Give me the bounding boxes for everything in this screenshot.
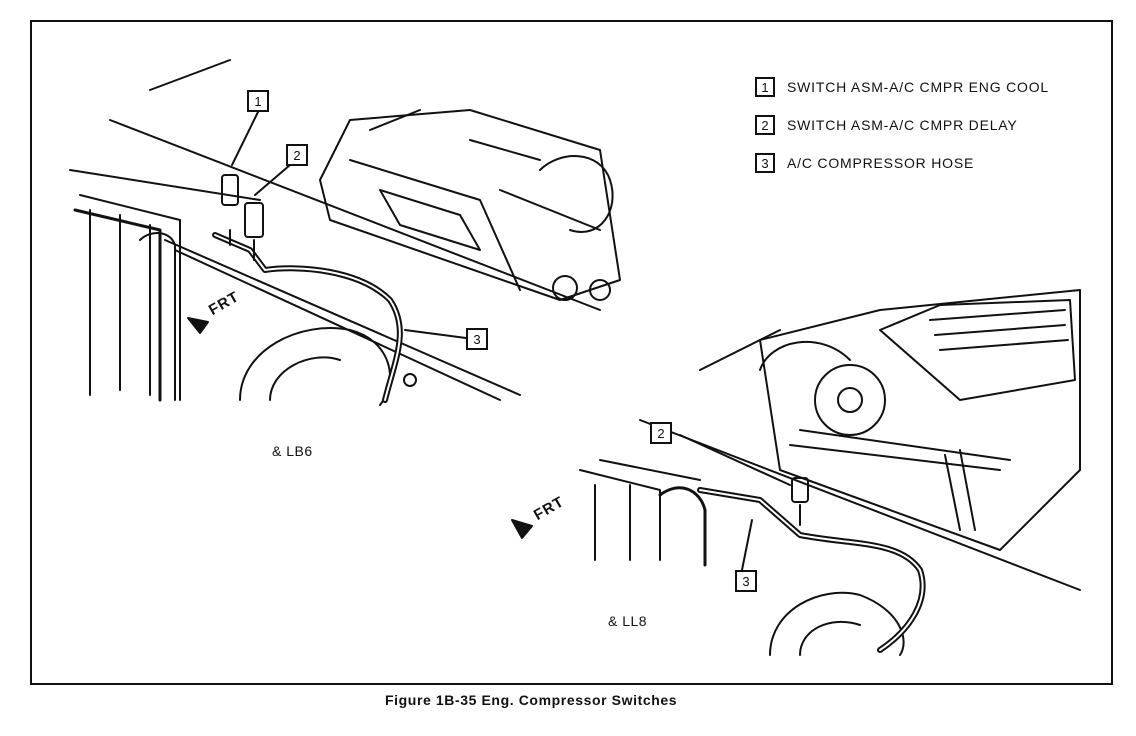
legend-text: SWITCH ASM-A/C CMPR ENG COOL xyxy=(787,79,1049,95)
variant-label-lb6: & LB6 xyxy=(272,443,313,459)
legend-number: 2 xyxy=(755,115,775,135)
legend-item-3: 3 A/C COMPRESSOR HOSE xyxy=(755,151,1049,175)
legend-item-2: 2 SWITCH ASM-A/C CMPR DELAY xyxy=(755,113,1049,137)
legend-text: SWITCH ASM-A/C CMPR DELAY xyxy=(787,117,1018,133)
switch-icon xyxy=(791,477,809,503)
callout-3-bottom: 3 xyxy=(735,570,757,592)
callout-2: 2 xyxy=(286,144,308,166)
callout-2-bottom: 2 xyxy=(650,422,672,444)
legend-number: 3 xyxy=(755,153,775,173)
figure-caption: Figure 1B-35 Eng. Compressor Switches xyxy=(385,692,678,708)
bottom-engine-view xyxy=(511,289,1081,656)
legend-item-1: 1 SWITCH ASM-A/C CMPR ENG COOL xyxy=(755,75,1049,99)
top-engine-view xyxy=(69,59,621,406)
variant-label-ll8: & LL8 xyxy=(608,613,648,629)
callout-1: 1 xyxy=(247,90,269,112)
callout-3: 3 xyxy=(466,328,488,350)
frt-arrow-icon xyxy=(187,317,209,334)
frt-arrow-icon xyxy=(511,519,533,539)
switch-icon xyxy=(244,202,264,238)
switch-icon xyxy=(221,174,239,206)
figure-frame xyxy=(30,20,1113,685)
legend: 1 SWITCH ASM-A/C CMPR ENG COOL 2 SWITCH … xyxy=(755,75,1049,189)
legend-number: 1 xyxy=(755,77,775,97)
legend-text: A/C COMPRESSOR HOSE xyxy=(787,155,975,171)
